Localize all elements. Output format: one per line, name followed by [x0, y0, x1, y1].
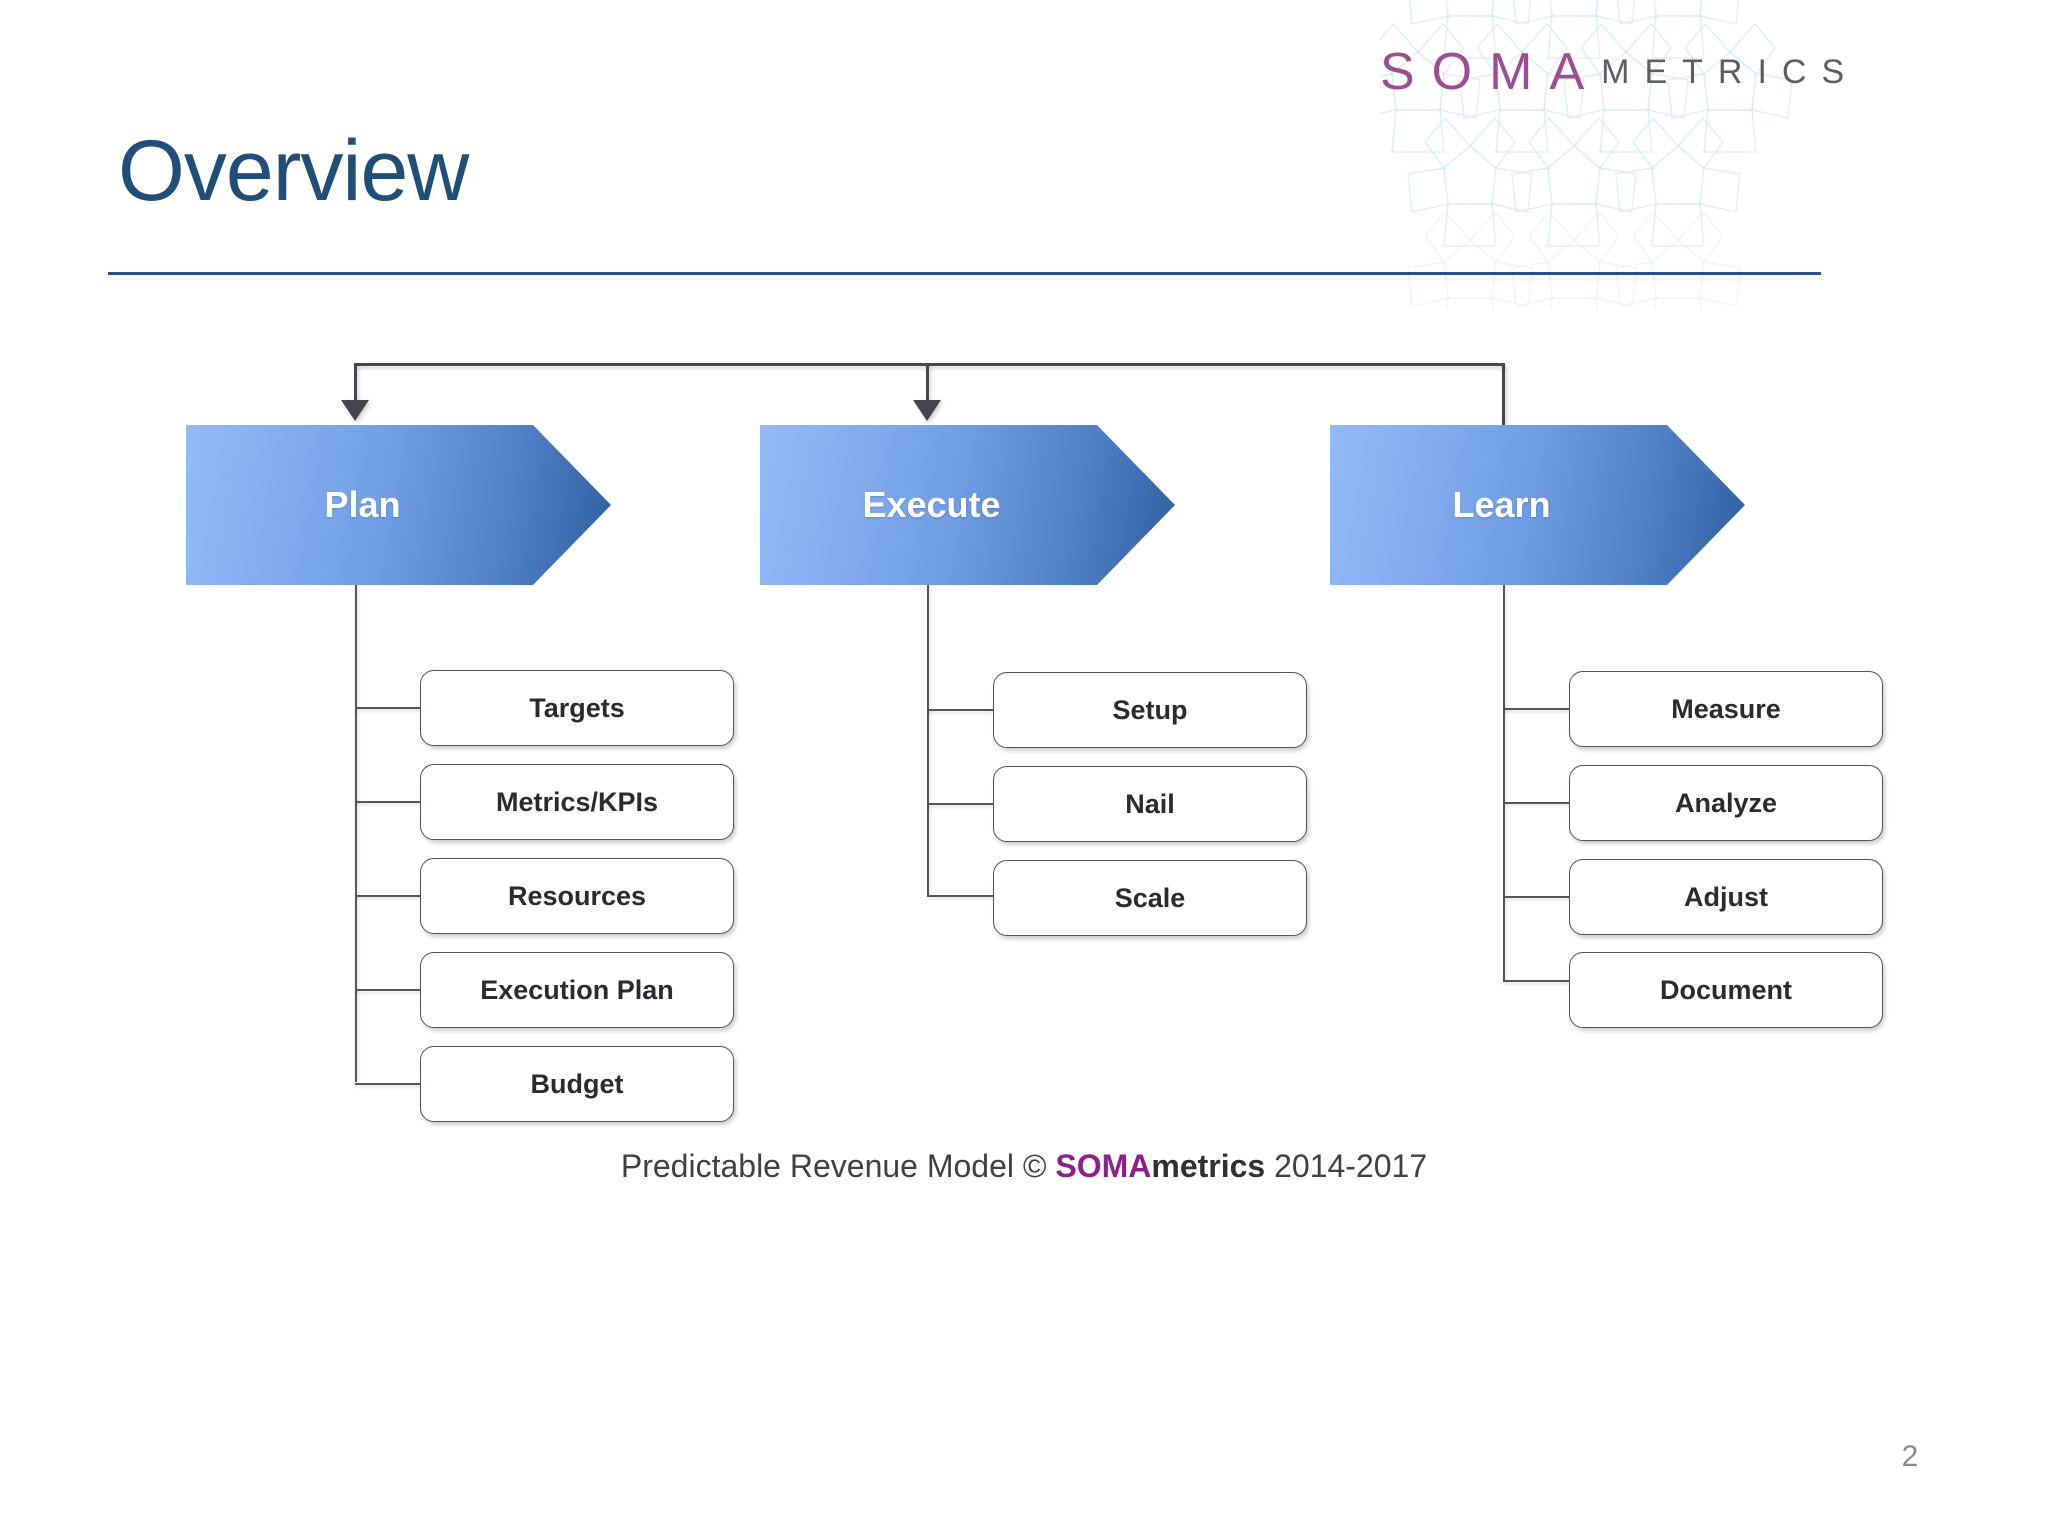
connector-trunk-plan — [355, 585, 357, 1082]
connector-trunk-execute — [927, 585, 929, 895]
step-box-learn-3[interactable]: Document — [1569, 952, 1883, 1028]
arrowhead-execute — [913, 400, 941, 421]
title-divider — [108, 272, 1821, 275]
connector-branch-learn-3 — [1503, 980, 1569, 982]
connector-branch-learn-2 — [1503, 896, 1569, 898]
phase-label-execute: Execute — [862, 484, 1001, 525]
connector-branch-plan-2 — [355, 895, 420, 897]
step-label: Execution Plan — [480, 974, 674, 1005]
phase-chevron-learn[interactable]: Learn — [1330, 425, 1745, 585]
step-label: Document — [1659, 974, 1792, 1005]
connector-branch-plan-0 — [355, 707, 420, 709]
step-box-plan-4[interactable]: Budget — [420, 1046, 734, 1122]
step-label: Measure — [1671, 693, 1781, 724]
copyright-prefix: Predictable Revenue Model © — [620, 1148, 1056, 1184]
connector-branch-plan-3 — [355, 989, 420, 991]
connector-branch-execute-0 — [927, 709, 993, 711]
step-label: Adjust — [1684, 881, 1768, 912]
step-box-learn-0[interactable]: Measure — [1569, 671, 1883, 747]
step-label: Resources — [507, 880, 647, 911]
step-label: Metrics/KPIs — [495, 786, 659, 817]
connector-trunk-learn — [1503, 585, 1505, 981]
connector-branch-plan-4 — [355, 1083, 420, 1085]
step-label: Nail — [1125, 788, 1175, 819]
step-box-learn-1[interactable]: Analyze — [1569, 765, 1883, 841]
connector-branch-learn-1 — [1503, 802, 1569, 804]
copyright-years: 2014-2017 — [1265, 1148, 1428, 1184]
step-label: Budget — [530, 1068, 624, 1099]
step-label: Targets — [529, 692, 625, 723]
connector-branch-plan-1 — [355, 801, 420, 803]
phase-label-plan: Plan — [324, 484, 401, 525]
phase-chevron-plan[interactable]: Plan — [186, 425, 611, 585]
connector-top-bus — [354, 363, 1504, 366]
step-box-plan-2[interactable]: Resources — [420, 858, 734, 934]
connector-branch-execute-2 — [927, 895, 993, 897]
step-box-learn-2[interactable]: Adjust — [1569, 859, 1883, 935]
step-label: Analyze — [1674, 787, 1778, 818]
copyright-brand-soma: SOMA — [1055, 1148, 1152, 1184]
step-label: Scale — [1114, 882, 1186, 913]
connector-drop-plan — [354, 363, 357, 405]
connector-riser-learn — [1502, 363, 1505, 427]
connector-branch-execute-1 — [927, 803, 993, 805]
arrowhead-plan — [341, 400, 369, 421]
copyright-brand-metrics: metrics — [1151, 1148, 1266, 1184]
logo-soma-text: SOMA — [1380, 43, 1602, 101]
step-box-execute-2[interactable]: Scale — [993, 860, 1307, 936]
step-box-plan-0[interactable]: Targets — [420, 670, 734, 746]
copyright-note: Predictable Revenue Model © SOMAmetrics … — [0, 1148, 2048, 1185]
step-box-execute-1[interactable]: Nail — [993, 766, 1307, 842]
phase-chevron-execute[interactable]: Execute — [760, 425, 1175, 585]
page-number: 2 — [1901, 1440, 1919, 1473]
connector-drop-execute — [926, 363, 929, 405]
brand-logo: SOMAMETRICS — [1380, 0, 2048, 310]
connector-branch-learn-0 — [1503, 708, 1569, 710]
page-title: Overview — [118, 123, 469, 219]
step-box-plan-1[interactable]: Metrics/KPIs — [420, 764, 734, 840]
step-box-plan-3[interactable]: Execution Plan — [420, 952, 734, 1028]
logo-metrics-text: METRICS — [1601, 53, 1860, 91]
logo-wordmark: SOMAMETRICS — [1380, 42, 2048, 102]
step-box-execute-0[interactable]: Setup — [993, 672, 1307, 748]
phase-label-learn: Learn — [1452, 484, 1551, 525]
step-label: Setup — [1112, 694, 1188, 725]
